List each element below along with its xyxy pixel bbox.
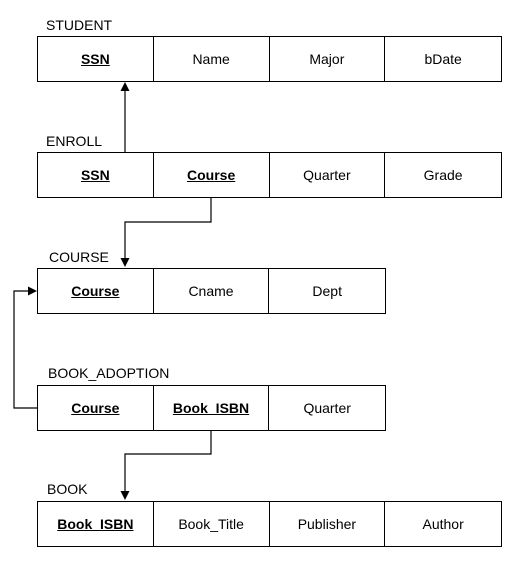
fk-arrow-book-adoption-course bbox=[13, 286, 37, 409]
fk-arrow-enroll-ssn bbox=[120, 82, 130, 152]
course-course-cell: Course bbox=[38, 269, 154, 313]
enroll-title: ENROLL bbox=[46, 133, 103, 149]
book-adoption-course-cell: Course bbox=[38, 386, 154, 430]
enroll-table: SSN Course Quarter Grade bbox=[37, 152, 502, 198]
book-table: Book_ISBN Book_Title Publisher Author bbox=[37, 501, 502, 547]
book-adoption-isbn-cell: Book_ISBN bbox=[154, 386, 270, 430]
book-author-cell: Author bbox=[422, 516, 464, 532]
enroll-course-cell: Course bbox=[154, 153, 270, 197]
book-title: BOOK bbox=[47, 481, 88, 497]
book-publisher-cell: Publisher bbox=[270, 502, 386, 546]
book-adoption-title: BOOK_ADOPTION bbox=[48, 365, 170, 381]
enroll-quarter-cell: Quarter bbox=[270, 153, 386, 197]
book-adoption-table: Course Book_ISBN Quarter bbox=[37, 385, 386, 431]
course-cname-cell: Cname bbox=[154, 269, 270, 313]
fk-arrow-book-adoption-isbn bbox=[120, 431, 212, 500]
student-ssn-cell: SSN bbox=[38, 37, 154, 81]
book-isbn-cell: Book_ISBN bbox=[38, 502, 154, 546]
course-title: COURSE bbox=[49, 249, 109, 265]
student-name-cell: Name bbox=[154, 37, 270, 81]
enroll-ssn-cell: SSN bbox=[38, 153, 154, 197]
fk-arrow-enroll-course bbox=[120, 198, 212, 267]
student-bdate-cell: bDate bbox=[424, 51, 462, 67]
student-major-cell: Major bbox=[270, 37, 386, 81]
student-title: STUDENT bbox=[46, 17, 113, 33]
book-adoption-quarter-cell: Quarter bbox=[303, 400, 351, 416]
course-dept-cell: Dept bbox=[312, 283, 342, 299]
book-booktitle-cell: Book_Title bbox=[154, 502, 270, 546]
student-table: SSN Name Major bDate bbox=[37, 36, 502, 82]
course-table: Course Cname Dept bbox=[37, 268, 386, 314]
enroll-grade-cell: Grade bbox=[423, 167, 463, 183]
